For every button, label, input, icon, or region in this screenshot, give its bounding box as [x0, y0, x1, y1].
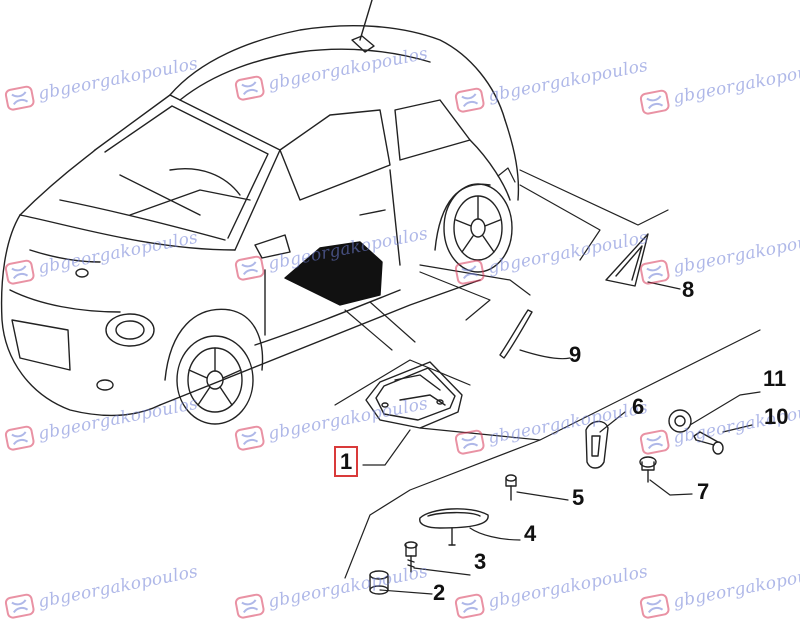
watermark-logo-icon: [639, 429, 670, 455]
watermark: gbgeorgakopoulos: [3, 559, 201, 622]
callout-7: 7: [697, 479, 710, 504]
watermark: gbgeorgakopoulos: [233, 221, 431, 284]
part-2-bushing: [369, 570, 389, 595]
part-3-bolt: [404, 541, 418, 573]
watermark: gbgeorgakopoulos: [453, 395, 651, 458]
underbody-shield-on-car: [284, 241, 383, 306]
watermark-logo-icon: [639, 593, 670, 619]
watermark-logo-icon: [234, 593, 265, 619]
watermark-logo-icon: [454, 593, 485, 619]
callout-6: 6: [632, 394, 645, 419]
part-1-skid-plate: [365, 361, 463, 429]
part-9-trim: [499, 309, 533, 359]
watermark: gbgeorgakopoulos: [233, 391, 431, 454]
watermark: gbgeorgakopoulos: [233, 41, 431, 104]
watermark-logo-icon: [4, 85, 35, 111]
watermark-logo-icon: [4, 259, 35, 285]
part-4-clip: [419, 508, 489, 546]
watermark: gbgeorgakopoulos: [233, 559, 431, 622]
watermark: gbgeorgakopoulos: [3, 51, 201, 114]
watermark-logo-icon: [4, 593, 35, 619]
watermark-logo-icon: [4, 425, 35, 451]
watermark: gbgeorgakopoulos: [638, 559, 800, 622]
watermark-logo-icon: [454, 259, 485, 285]
callout-8: 8: [682, 277, 695, 302]
part-6-clip: [585, 420, 609, 469]
watermark-logo-icon: [639, 89, 670, 115]
watermark-logo-icon: [454, 429, 485, 455]
watermark: gbgeorgakopoulos: [3, 225, 201, 288]
watermark-logo-icon: [234, 75, 265, 101]
callout-11: 11: [763, 366, 787, 391]
watermark-logo-icon: [234, 255, 265, 281]
watermark-logo-icon: [639, 259, 670, 285]
part-8-seal: [605, 233, 649, 287]
watermark: gbgeorgakopoulos: [638, 225, 800, 288]
callout-10: 10: [764, 404, 789, 429]
watermark: gbgeorgakopoulos: [3, 391, 201, 454]
callout-3: 3: [474, 549, 487, 574]
callout-2: 2: [433, 580, 446, 605]
callout-5: 5: [572, 485, 585, 510]
callout-4: 4: [524, 521, 537, 546]
callout-1: 1: [334, 446, 359, 477]
part-5-screw: [505, 474, 517, 501]
part-11-nut: [668, 409, 692, 433]
watermark-logo-icon: [454, 87, 485, 113]
watermark: gbgeorgakopoulos: [453, 53, 651, 116]
watermark: gbgeorgakopoulos: [638, 55, 800, 118]
car-illustration: [0, 0, 520, 425]
watermark: gbgeorgakopoulos: [453, 225, 651, 288]
callout-9: 9: [569, 342, 582, 367]
part-7-rivet: [639, 456, 657, 483]
watermark-logo-icon: [234, 425, 265, 451]
watermark: gbgeorgakopoulos: [638, 395, 800, 458]
watermark: gbgeorgakopoulos: [453, 559, 651, 622]
part-10-screw: [693, 431, 724, 455]
